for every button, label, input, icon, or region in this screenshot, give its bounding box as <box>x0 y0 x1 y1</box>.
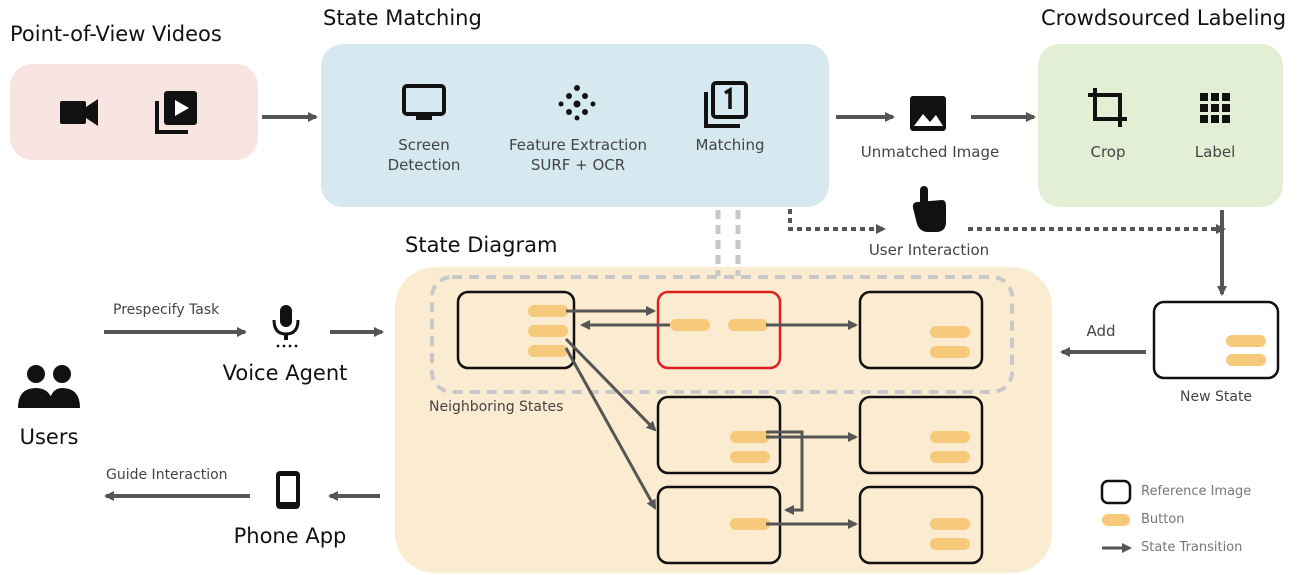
state-box-highlighted <box>656 290 782 370</box>
new-state-box <box>1152 300 1280 380</box>
users-icon <box>18 365 80 408</box>
label-label: Label <box>1194 143 1236 161</box>
crowdsourced-panel <box>1038 44 1283 207</box>
feature-extraction-label: Feature Extraction SURF + OCR <box>508 136 648 174</box>
video-camera-icon <box>60 99 98 126</box>
state-box <box>858 395 984 475</box>
image-icon <box>910 96 946 131</box>
screen-detection-label: Screen Detection <box>387 136 461 174</box>
guide-interaction-label: Guide Interaction <box>106 467 228 483</box>
crop-label: Crop <box>1090 143 1126 161</box>
user-interaction-label: User Interaction <box>868 241 990 259</box>
phone-app-label: Phone App <box>233 524 347 548</box>
legend-state-transition: State Transition <box>1141 540 1243 555</box>
new-state-label: New State <box>1180 389 1253 405</box>
microphone-icon <box>272 305 300 348</box>
legend-button: Button <box>1141 512 1185 527</box>
crop-icon <box>1088 88 1127 127</box>
neighboring-states-label: Neighboring States <box>429 399 564 415</box>
prespecify-task-label: Prespecify Task <box>113 302 220 318</box>
voice-agent-label: Voice Agent <box>222 361 348 385</box>
phone-icon <box>276 471 300 509</box>
legend-button-swatch <box>1102 514 1130 526</box>
monitor-icon <box>402 84 446 120</box>
scatter-dots-icon <box>558 85 596 121</box>
video-library-icon <box>155 91 197 134</box>
legend-reference-swatch <box>1100 479 1132 505</box>
crowdsourced-title: Crowdsourced Labeling <box>1041 6 1287 30</box>
state-box <box>456 290 576 370</box>
state-box <box>656 395 782 475</box>
state-box <box>858 485 984 565</box>
grid-icon <box>1200 93 1230 123</box>
filter-one-icon <box>704 81 748 128</box>
state-matching-title: State Matching <box>323 6 482 30</box>
pov-panel <box>10 64 258 160</box>
state-matching-panel <box>321 44 829 207</box>
matching-label: Matching <box>695 136 765 154</box>
pov-title: Point-of-View Videos <box>10 22 222 46</box>
state-diagram-title: State Diagram <box>405 233 558 257</box>
users-label: Users <box>19 425 79 449</box>
touch-icon <box>912 186 946 232</box>
legend-reference-image: Reference Image <box>1141 484 1252 499</box>
add-label: Add <box>1086 322 1116 340</box>
unmatched-image-label: Unmatched Image <box>860 143 1000 161</box>
state-box <box>858 290 984 370</box>
